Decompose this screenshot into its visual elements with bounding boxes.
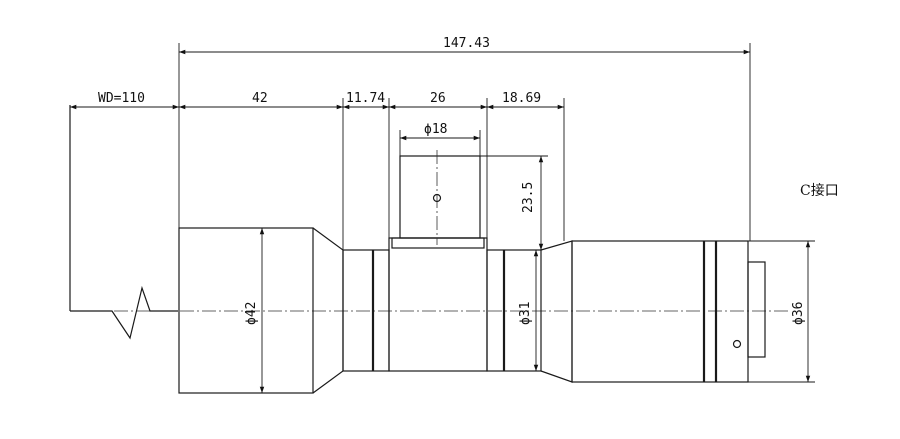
dim-row-segments: WD=110 42 11.74 26 18.69 — [70, 91, 565, 250]
working-distance-label: WD=110 — [98, 91, 145, 106]
dim-rear-diameter: ϕ36 — [748, 240, 815, 383]
front-barrel-length-label: 42 — [252, 91, 268, 106]
rear-offset-label: 18.69 — [502, 91, 541, 106]
dim-front-diameter: ϕ42 — [244, 228, 265, 393]
c-mount-thread — [747, 261, 766, 358]
neck-length-label: 11.74 — [346, 91, 385, 106]
object-plane-break — [69, 105, 178, 340]
dim-body-diameter: ϕ31 — [518, 250, 539, 371]
body-diameter-label: ϕ31 — [518, 302, 533, 325]
port-height-label: 23.5 — [521, 182, 536, 213]
rear-barrel — [540, 240, 749, 383]
neck-section — [342, 249, 390, 372]
dim-total-length: 147.43 — [178, 36, 751, 241]
body-tube — [486, 249, 542, 372]
side-port — [388, 150, 488, 372]
port-diameter-label: ϕ18 — [424, 122, 447, 137]
front-barrel — [178, 227, 344, 394]
dim-port-diameter: ϕ18 — [399, 122, 481, 156]
port-width-label: 26 — [430, 91, 446, 106]
front-diameter-label: ϕ42 — [244, 302, 259, 325]
c-mount-note: C接口 — [800, 182, 839, 199]
rear-diameter-label: ϕ36 — [791, 302, 806, 325]
total-length-label: 147.43 — [443, 36, 490, 51]
dim-port-height: 23.5 — [480, 155, 548, 250]
